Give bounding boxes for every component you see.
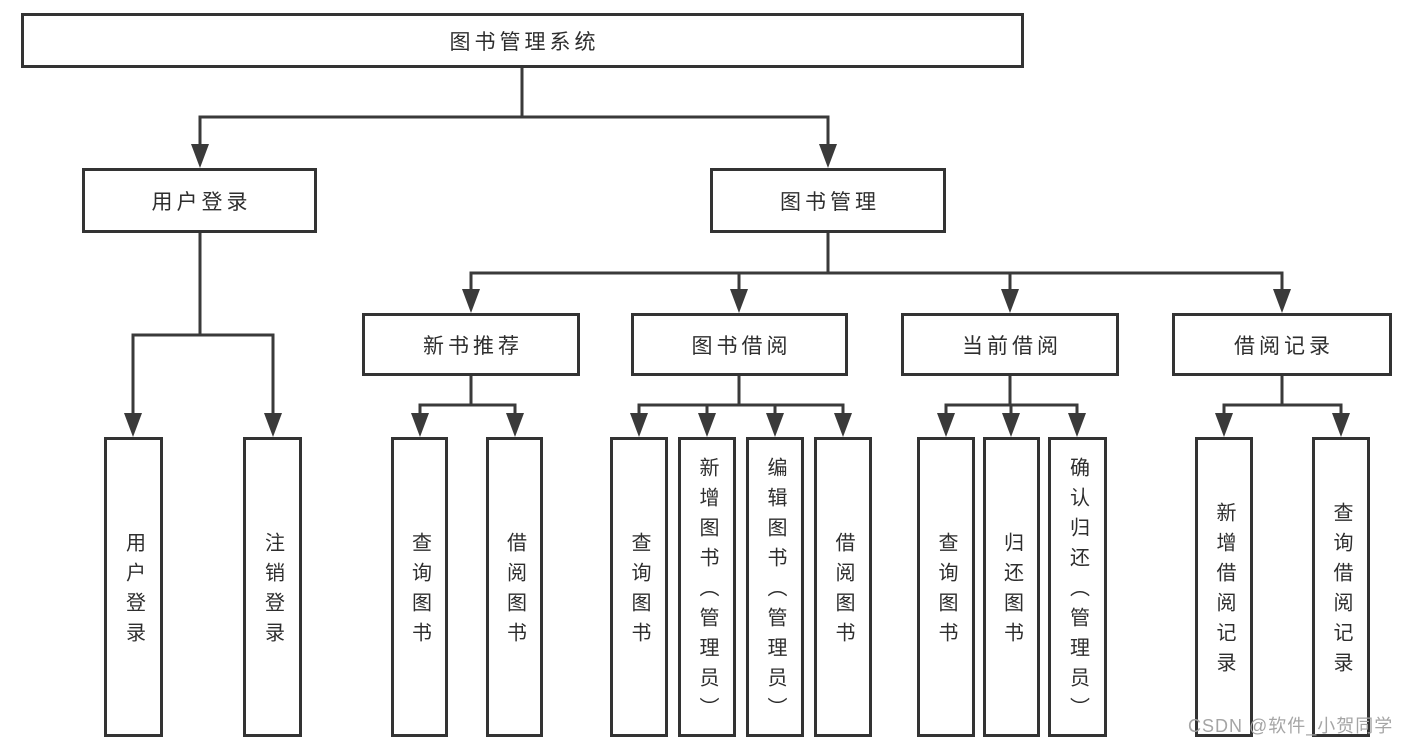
leaf-borrow-books-recommend: 借阅图书 xyxy=(486,437,543,737)
csdn-watermark: CSDN @软件_小贺同学 xyxy=(1188,716,1394,736)
leaf-label: 注销登录 xyxy=(261,532,284,652)
leaf-label: 用户登录 xyxy=(122,532,145,652)
connector-current-to-leaves xyxy=(944,374,1079,417)
leaf-label: 借阅图书 xyxy=(503,532,526,652)
node-label: 图书借阅 xyxy=(691,334,792,358)
node-book-borrowing: 图书借阅 xyxy=(631,313,848,376)
leaf-label: 借阅图书 xyxy=(832,532,854,652)
arrowheads xyxy=(124,144,1350,437)
leaf-query-books-current: 查询图书 xyxy=(917,437,975,737)
leaf-label: 确认归还（管理员） xyxy=(1066,457,1089,727)
leaf-logout: 注销登录 xyxy=(243,437,302,737)
leaf-label: 查询图书 xyxy=(408,532,431,652)
leaf-confirm-return-admin: 确认归还（管理员） xyxy=(1048,437,1107,737)
node-label: 用户登录 xyxy=(151,190,252,214)
leaf-add-books-admin: 新增图书（管理员） xyxy=(678,437,736,737)
node-label: 新书推荐 xyxy=(423,334,523,358)
node-label: 借阅记录 xyxy=(1234,334,1334,358)
node-label: 图书管理系统 xyxy=(449,30,600,54)
node-label: 图书管理 xyxy=(780,190,880,214)
leaf-query-books-borrowing: 查询图书 xyxy=(610,437,668,737)
leaf-borrow-books: 借阅图书 xyxy=(814,437,872,737)
leaf-edit-books-admin: 编辑图书（管理员） xyxy=(746,437,804,737)
node-label: 当前借阅 xyxy=(962,334,1062,358)
leaf-return-books: 归还图书 xyxy=(983,437,1040,737)
node-library-management-system: 图书管理系统 xyxy=(21,13,1024,68)
leaf-label: 归还图书 xyxy=(1000,532,1023,652)
node-book-management: 图书管理 xyxy=(710,168,946,233)
leaf-label: 查询借阅记录 xyxy=(1330,502,1352,682)
connector-root-to-level2 xyxy=(198,66,830,148)
connector-borrowing-to-leaves xyxy=(637,374,845,417)
leaf-label: 新增借阅记录 xyxy=(1213,502,1235,682)
connector-bookmgmt-to-level3 xyxy=(469,231,1284,293)
node-borrow-records: 借阅记录 xyxy=(1172,313,1392,376)
node-user-login: 用户登录 xyxy=(82,168,317,233)
leaf-label: 查询图书 xyxy=(628,532,650,652)
node-new-book-recommend: 新书推荐 xyxy=(362,313,580,376)
leaf-query-books-recommend: 查询图书 xyxy=(391,437,448,737)
leaf-label: 编辑图书（管理员） xyxy=(764,457,786,727)
leaf-query-borrow-record: 查询借阅记录 xyxy=(1312,437,1370,737)
leaf-user-login: 用户登录 xyxy=(104,437,163,737)
leaf-label: 查询图书 xyxy=(935,532,957,652)
node-current-borrowing: 当前借阅 xyxy=(901,313,1119,376)
connector-records-to-leaves xyxy=(1222,374,1343,417)
leaf-label: 新增图书（管理员） xyxy=(696,457,718,727)
connector-userlogin-to-leaves xyxy=(131,231,275,417)
connector-newbook-to-leaves xyxy=(418,374,517,417)
leaf-add-borrow-record: 新增借阅记录 xyxy=(1195,437,1253,737)
